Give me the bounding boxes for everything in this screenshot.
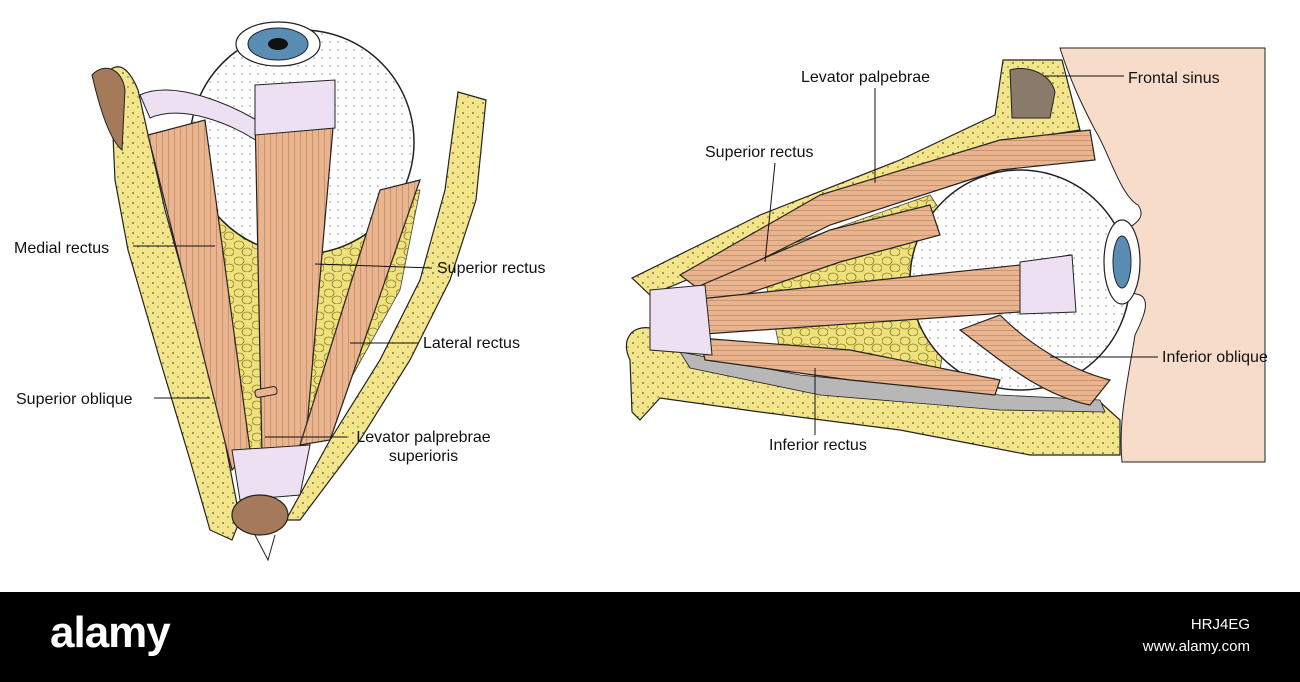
- iris-side: [1112, 235, 1132, 289]
- leader-superior-rectus-left: [314, 263, 433, 269]
- watermark-logo: alamy: [50, 608, 171, 657]
- inferior-oblique-muscle: [958, 314, 1112, 406]
- label-levator-palprebrae-superioris: Levator palprebrae superioris: [351, 428, 496, 466]
- leader-superior-rectus-right: [764, 162, 776, 263]
- levator-stub: [254, 386, 278, 398]
- annulus-of-zinn: [231, 444, 311, 501]
- label-superior-rectus-left: Superior rectus: [437, 260, 546, 277]
- label-frontal-sinus: Frontal sinus: [1128, 70, 1220, 87]
- anatomy-illustration: [91, 21, 1266, 562]
- optic-canal: [254, 534, 276, 562]
- watermark-url[interactable]: www.alamy.com: [1142, 638, 1250, 655]
- label-medial-rectus: Medial rectus: [14, 240, 110, 257]
- label-levator-line1: Levator palprebrae: [356, 429, 491, 446]
- lateral-rectus-tendon-side: [1019, 254, 1077, 315]
- pupil: [268, 38, 288, 50]
- inferior-rectus-muscle-side: [699, 337, 1001, 396]
- image-id-text: HRJ4EG: [1190, 616, 1250, 633]
- label-inferior-rectus: Inferior rectus: [769, 437, 867, 454]
- label-inferior-oblique: Inferior oblique: [1162, 349, 1268, 366]
- superior-rectus-tendon: [254, 79, 336, 136]
- label-levator-line2: superioris: [388, 448, 459, 465]
- nasal-bone: [91, 67, 126, 152]
- medial-orbital-wall: [109, 66, 241, 541]
- lateral-orbital-wall: [284, 91, 487, 521]
- frontal-sinus: [1009, 68, 1056, 119]
- face-skin: [1059, 47, 1266, 463]
- label-lateral-rectus: Lateral rectus: [423, 335, 520, 352]
- optic-nerve: [231, 494, 289, 536]
- annulus-side: [649, 284, 713, 356]
- label-superior-rectus-right: Superior rectus: [705, 144, 814, 161]
- lateral-rectus-muscle: [299, 179, 421, 446]
- label-levator-palpebrae: Levator palpebrae: [801, 69, 930, 86]
- watermark-footer: alamy HRJ4EG www.alamy.com: [0, 592, 1300, 682]
- left-diagram-orbit-top-view: [91, 21, 487, 562]
- right-diagram-orbit-side-view: [625, 47, 1266, 463]
- label-superior-oblique: Superior oblique: [16, 391, 133, 408]
